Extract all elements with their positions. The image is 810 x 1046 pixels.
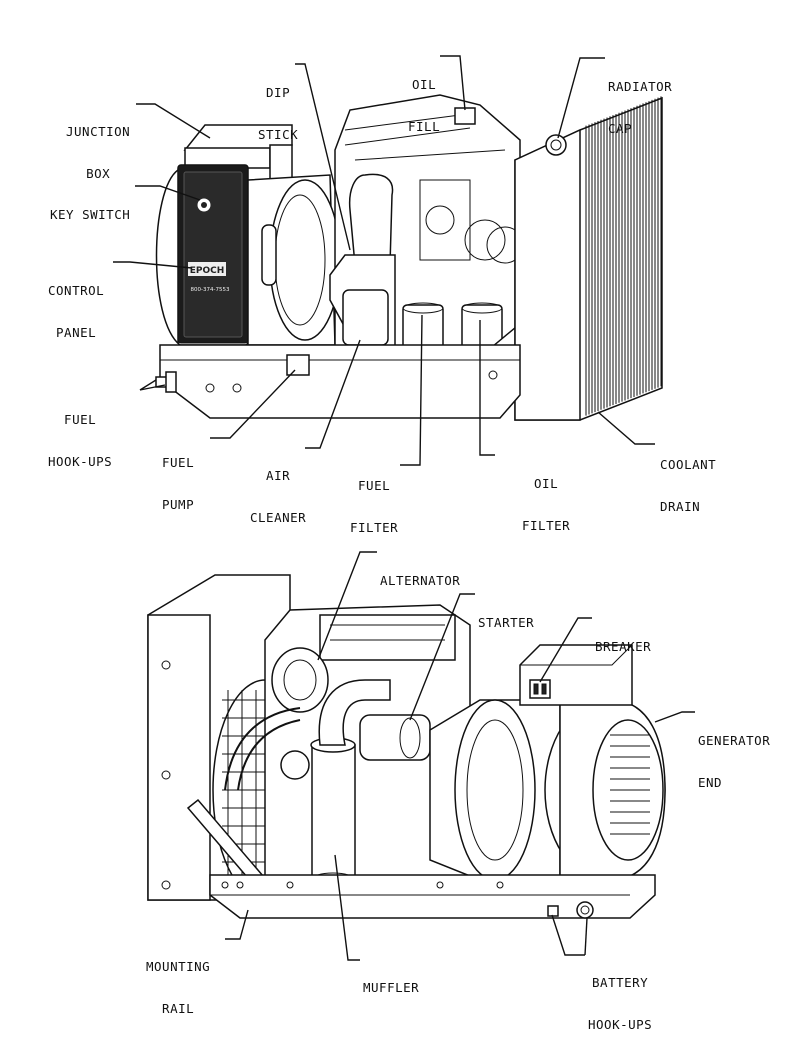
label-dip-stick: DIP STICK: [258, 85, 299, 142]
panel-brand-text: EPOCH: [190, 266, 225, 276]
fuel-pump: [286, 354, 310, 376]
label-oil-fill: OIL FILL: [408, 77, 441, 134]
label-breaker: BREAKER: [595, 639, 652, 654]
label-key-switch: KEY SWITCH: [50, 207, 131, 222]
label-radiator-cap: RADIATOR CAP: [608, 79, 673, 136]
generator-flange: [269, 179, 341, 341]
label-starter: STARTER: [478, 615, 535, 630]
valve-cover: [319, 614, 456, 661]
label-control-panel: CONTROL PANEL: [48, 283, 105, 340]
label-fuel-pump: FUEL PUMP: [162, 455, 195, 512]
air-cleaner-tube: [348, 173, 394, 266]
radiator-fins: [585, 96, 662, 416]
leader-lines: [113, 55, 695, 961]
muffler: [311, 744, 356, 881]
panel-phone-text: 800-374-7553: [191, 287, 230, 293]
label-alternator: ALTERNATOR: [380, 573, 461, 588]
label-battery-hookups: BATTERY HOOK-UPS: [588, 975, 653, 1032]
diagram-stage: EPOCH 800-374-7553: [48, 55, 771, 1032]
label-air-cleaner: AIR CLEANER: [250, 468, 307, 525]
label-generator-end: GENERATOR END: [698, 733, 771, 790]
battery-hookup-terminal-neg: [547, 905, 559, 917]
base-rail-top: [159, 344, 521, 419]
oil-fill-cap: [454, 107, 476, 125]
generator-drawing: EPOCH 800-374-7553: [113, 55, 695, 961]
label-fuel-hookups: FUEL HOOK-UPS: [48, 412, 113, 469]
label-mounting-rail: MOUNTING RAIL: [146, 959, 211, 1016]
label-coolant-drain: COOLANT DRAIN: [660, 457, 717, 514]
label-muffler: MUFFLER: [363, 980, 420, 995]
battery-hookup-terminal: [576, 901, 594, 919]
label-junction-box: JUNCTION BOX: [66, 124, 131, 181]
label-fuel-filter: FUEL FILTER: [350, 478, 399, 535]
radiator-shroud: [514, 128, 581, 421]
alternator: [271, 647, 329, 713]
top-generator-view: EPOCH 800-374-7553: [155, 94, 663, 421]
generator-end-louvers: [610, 734, 650, 835]
breaker-switch: [529, 679, 551, 699]
radiator-cap: [545, 134, 567, 156]
label-oil-filter: OIL FILTER: [522, 476, 571, 533]
bottom-generator-view: [147, 574, 666, 919]
